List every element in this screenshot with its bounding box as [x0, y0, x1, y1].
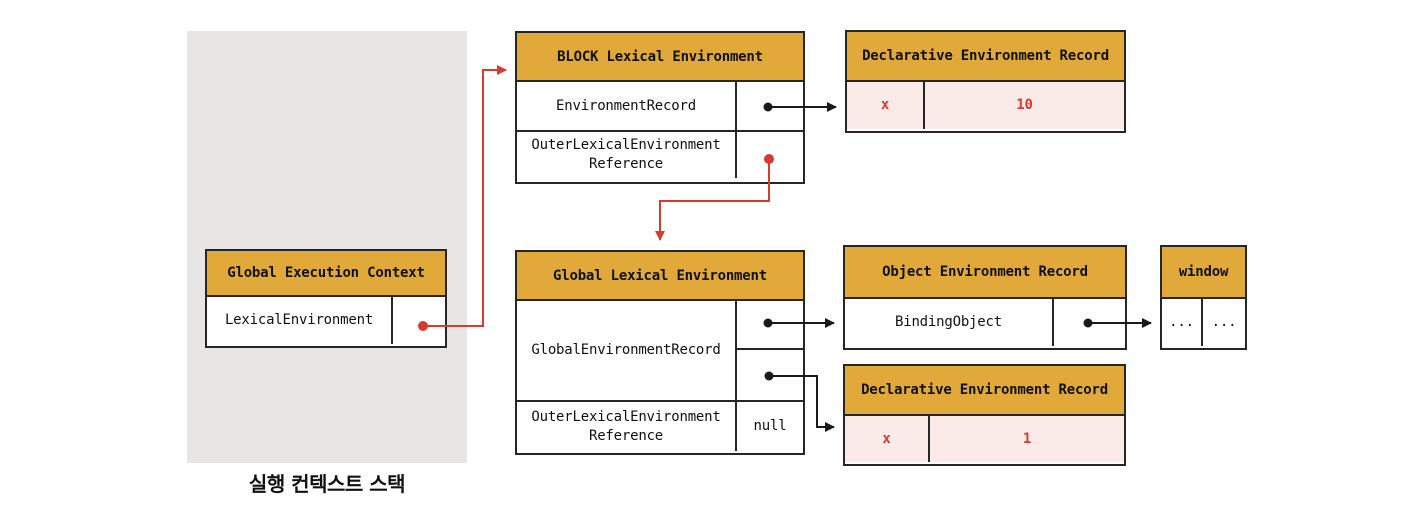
- box-title-window: window: [1162, 247, 1245, 299]
- row-lexical-environment: LexicalEnvironment: [224, 312, 374, 329]
- binding-value-10: 10: [925, 82, 1124, 129]
- pointer-cell-lexical-environment: [391, 297, 445, 344]
- box-declarative-environment-record-global: Declarative Environment Record x 1: [843, 364, 1126, 466]
- pointer-cell-outer-reference: [735, 132, 803, 178]
- value-null: null: [753, 418, 787, 435]
- box-title-global-lexical-environment: Global Lexical Environment: [517, 252, 803, 301]
- box-title-declarative-environment-record-global: Declarative Environment Record: [845, 366, 1124, 416]
- binding-value-1: 1: [930, 416, 1124, 462]
- window-cell-ellipsis-1: ...: [1162, 299, 1203, 346]
- pointer-cell-declarative-environment-record: [737, 350, 803, 402]
- box-window: window ... ...: [1160, 245, 1247, 350]
- row-binding-object: BindingObject: [895, 314, 1002, 331]
- box-global-lexical-environment: Global Lexical Environment GlobalEnviron…: [515, 250, 805, 455]
- box-title-block-lexical-environment: BLOCK Lexical Environment: [517, 33, 803, 82]
- box-block-lexical-environment: BLOCK Lexical Environment EnvironmentRec…: [515, 31, 805, 184]
- window-cell-ellipsis-2: ...: [1211, 314, 1237, 331]
- box-title-object-environment-record: Object Environment Record: [845, 247, 1125, 299]
- binding-key-x: x: [847, 82, 925, 129]
- execution-context-stack-region: [187, 31, 467, 463]
- box-global-execution-context: Global Execution Context LexicalEnvironm…: [205, 249, 447, 348]
- row-outer-lexical-environment-reference-global: OuterLexicalEnvironment Reference: [517, 402, 737, 451]
- pointer-cell-object-environment-record: [737, 301, 803, 350]
- pointer-cell-binding-object: [1052, 299, 1125, 346]
- stack-caption: 실행 컨텍스트 스택: [248, 472, 406, 496]
- row-global-environment-record: GlobalEnvironmentRecord: [517, 301, 737, 402]
- box-title-declarative-environment-record-block: Declarative Environment Record: [847, 32, 1124, 82]
- box-title-global-execution-context: Global Execution Context: [207, 251, 445, 297]
- box-object-environment-record: Object Environment Record BindingObject: [843, 245, 1127, 350]
- box-declarative-environment-record-block: Declarative Environment Record x 10: [845, 30, 1126, 133]
- row-environment-record: EnvironmentRecord: [556, 97, 696, 114]
- pointer-cell-environment-record: [735, 82, 803, 130]
- binding-key-x-global: x: [845, 416, 930, 462]
- row-outer-lexical-environment-reference: OuterLexicalEnvironment Reference: [531, 137, 721, 172]
